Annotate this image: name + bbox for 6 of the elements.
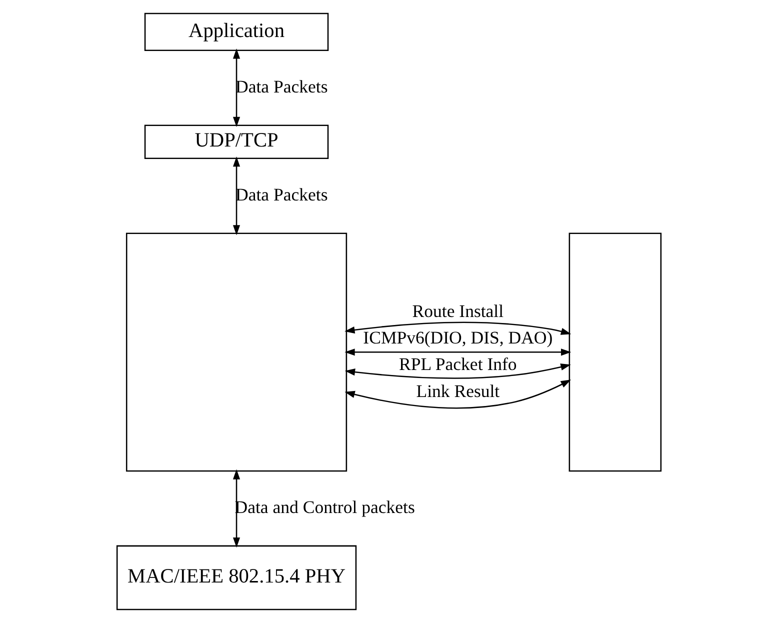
edge-label: Data Packets — [236, 184, 328, 205]
edge-label: Data Packets — [236, 76, 328, 97]
edge-label: ICMPv6(DIO, DIS, DAO) — [363, 328, 553, 348]
edge-label: RPL Packet Info — [399, 354, 517, 374]
edge-label: Link Result — [416, 380, 500, 401]
edge-label: Route Install — [412, 300, 504, 321]
